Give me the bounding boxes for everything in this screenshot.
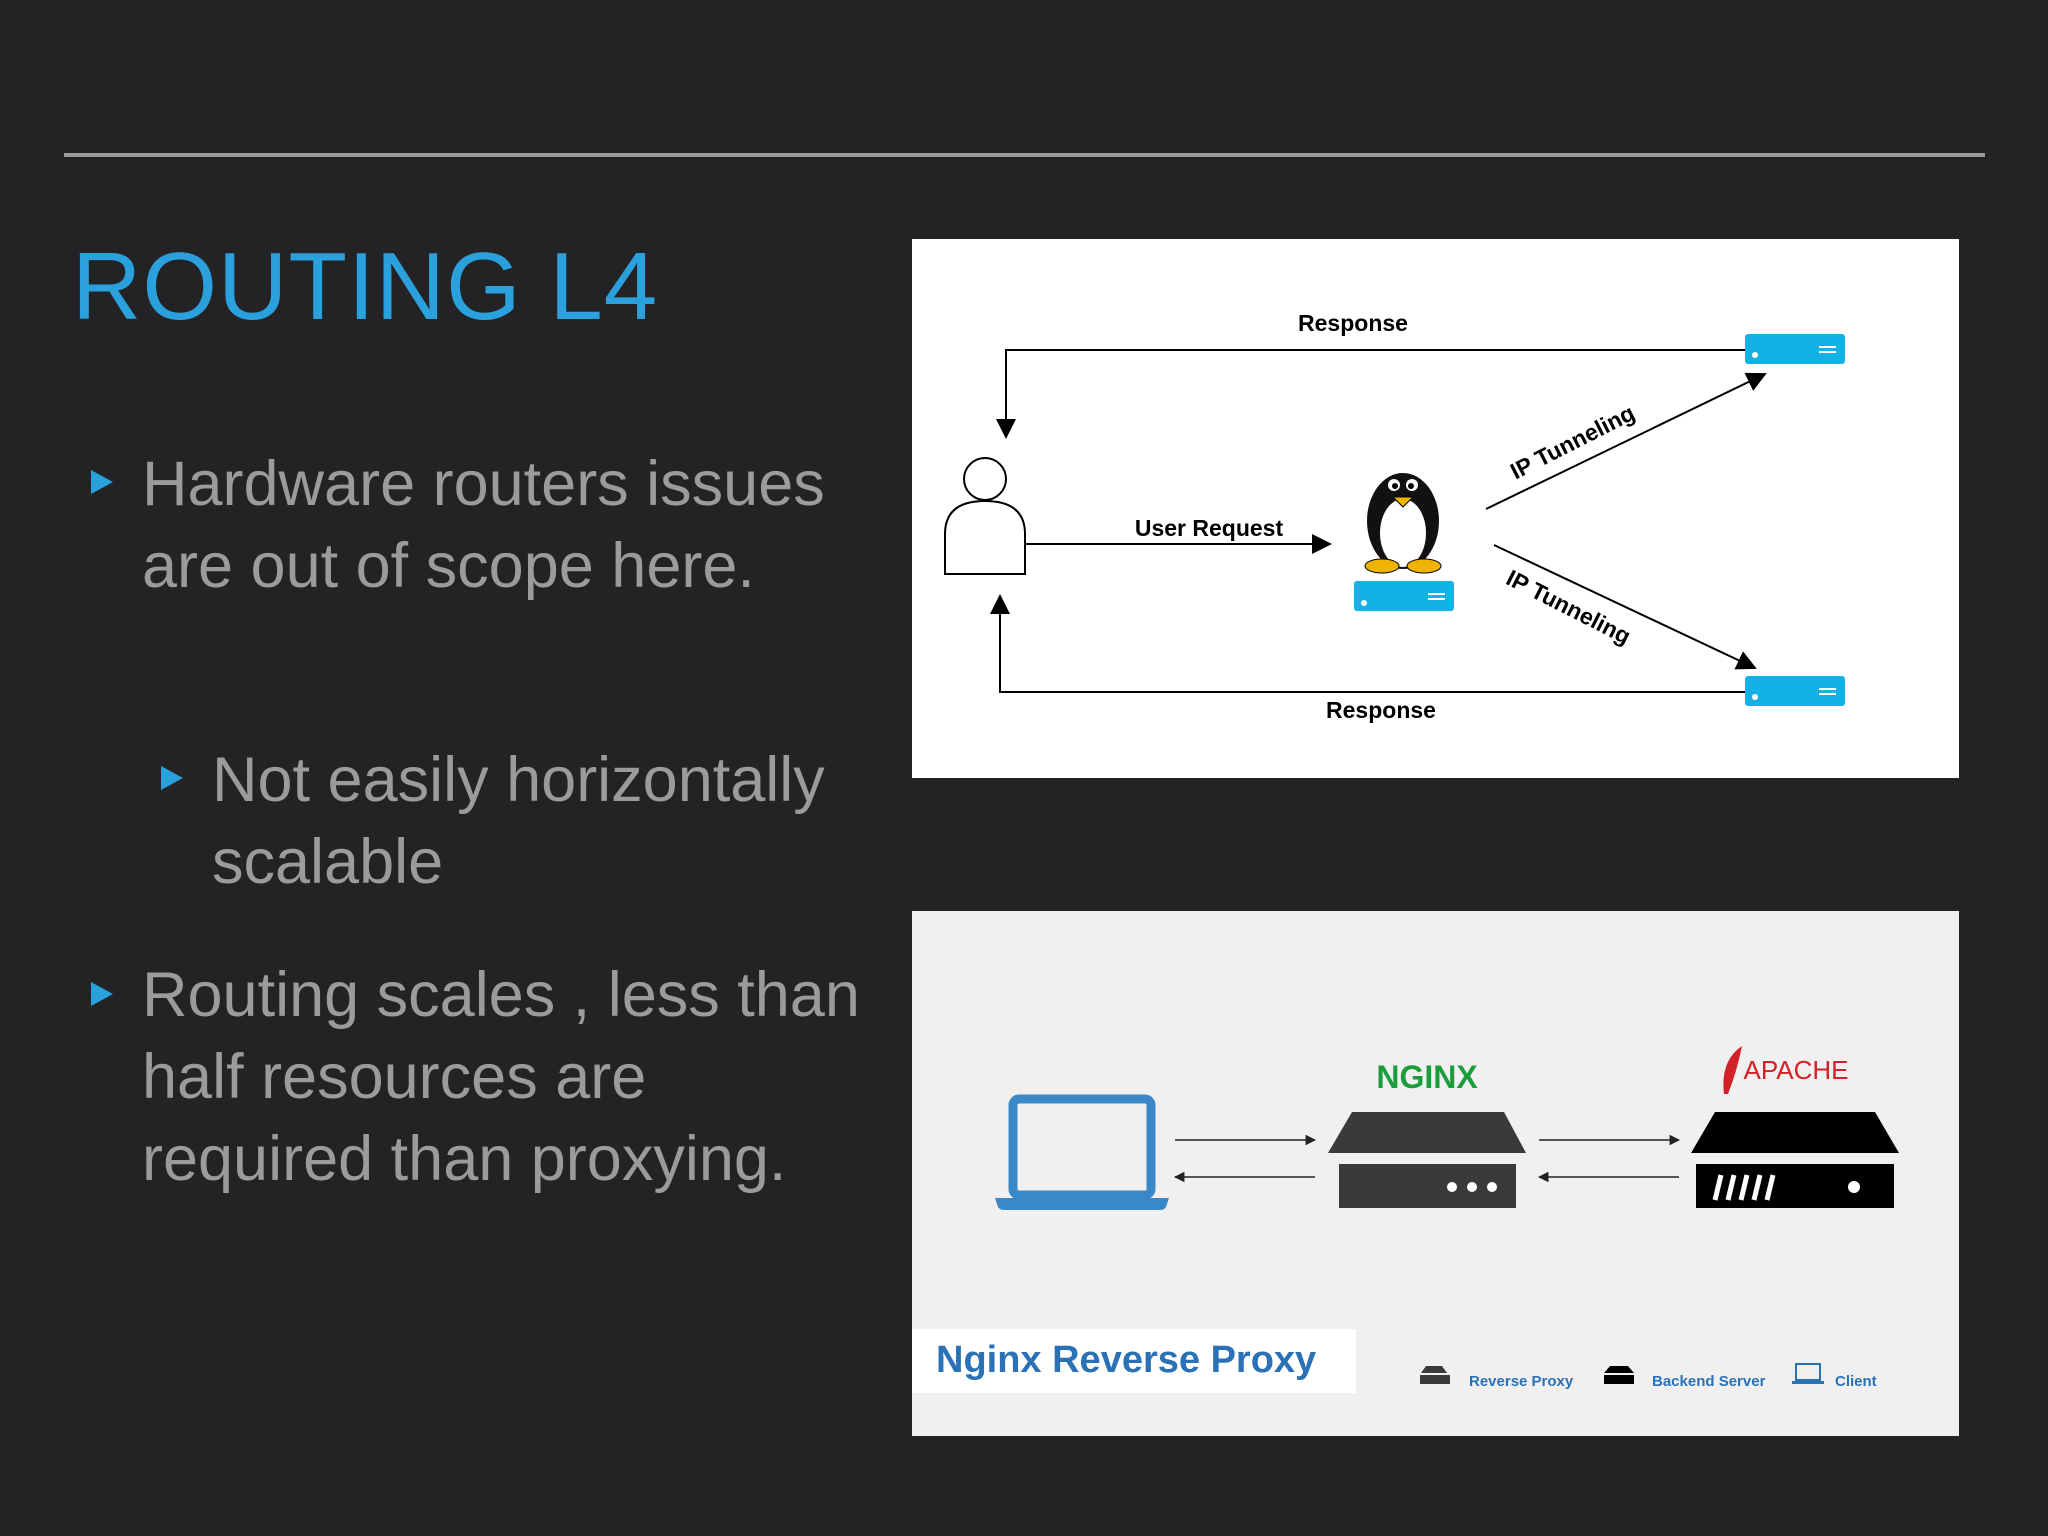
reverse-proxy-icon <box>1420 1366 1450 1384</box>
response-top-label: Response <box>1298 310 1408 336</box>
apache-feather-icon <box>1723 1046 1742 1094</box>
caption-text: Nginx Reverse Proxy <box>936 1339 1316 1381</box>
legend-backend-server: Backend Server <box>1652 1373 1766 1390</box>
tunnel-bottom-arrow <box>1493 544 1757 670</box>
bullet-arrow-icon <box>91 982 113 1006</box>
bullet-text: Routing scales , less than half resource… <box>142 960 860 1194</box>
nginx-reverse-proxy-diagram: NGINX APACHE Nginx Reverse Proxy <box>912 911 1959 1436</box>
legend-client: Client <box>1835 1373 1877 1390</box>
sub-bullet-arrow-icon <box>161 766 183 790</box>
l4-routing-svg: Response Response User Request <box>944 310 1845 723</box>
backend-server-icon <box>1691 1112 1899 1208</box>
nginx-logo: NGINX <box>1376 1059 1478 1095</box>
server-icon <box>1745 676 1845 706</box>
linux-penguin-icon <box>1364 473 1442 574</box>
sub-bullet-item: Not easily horizontally scalable <box>212 739 862 903</box>
legend-reverse-proxy: Reverse Proxy <box>1469 1373 1574 1390</box>
header-divider <box>64 153 1985 157</box>
tunnel-top-label: IP Tunneling <box>1506 399 1639 484</box>
server-icon <box>1354 581 1454 611</box>
response-bottom-label: Response <box>1326 697 1436 723</box>
reverse-proxy-server-icon <box>1328 1112 1526 1208</box>
caption-box <box>912 1329 1356 1393</box>
tunnel-bottom-label: IP Tunneling <box>1502 564 1635 649</box>
bullet-item: Routing scales , less than half resource… <box>142 954 862 1200</box>
bullet-text: Hardware routers issues are out of scope… <box>142 449 825 601</box>
server-icon <box>1745 334 1845 364</box>
response-bottom-arrow <box>990 594 1748 693</box>
nginx-diagram-svg: NGINX APACHE Nginx Reverse Proxy <box>912 1046 1899 1393</box>
user-icon <box>944 457 1026 575</box>
user-request-label: User Request <box>1135 515 1284 541</box>
backend-server-legend-icon <box>1604 1366 1634 1384</box>
bullet-item: Hardware routers issues are out of scope… <box>142 443 862 607</box>
tunnel-top-arrow <box>1485 372 1767 510</box>
slide-title: ROUTING L4 <box>72 233 659 340</box>
legend: Reverse Proxy Backend Server Client <box>1420 1363 1877 1390</box>
laptop-icon <box>995 1094 1169 1210</box>
bullet-arrow-icon <box>91 470 113 494</box>
apache-logo: APACHE <box>1744 1055 1849 1085</box>
response-top-arrow <box>996 349 1748 439</box>
client-laptop-legend-icon <box>1792 1363 1824 1384</box>
sub-bullet-text: Not easily horizontally scalable <box>212 745 825 897</box>
l4-routing-diagram: Response Response User Request <box>912 239 1959 778</box>
